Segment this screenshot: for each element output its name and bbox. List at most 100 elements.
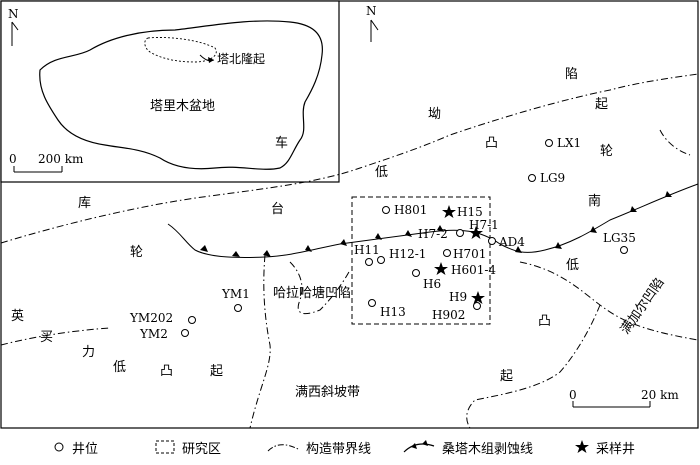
legend-item-erosion: 桑塔木组剥蚀线 bbox=[402, 432, 533, 462]
legend-erosion-icon bbox=[403, 440, 435, 453]
well-marker-h11 bbox=[365, 258, 373, 266]
well-label-h601-4: H601-4 bbox=[451, 263, 496, 277]
legend-item-boundary: 构造带界线 bbox=[266, 432, 371, 462]
main-scale-zero: 0 bbox=[569, 388, 577, 402]
zone-char-qi-top: 起 bbox=[595, 97, 608, 112]
inset-uplift-leader bbox=[199, 54, 215, 63]
legend-label-study-area: 研究区 bbox=[182, 441, 222, 457]
legend-label-well: 井位 bbox=[72, 441, 99, 457]
well-label-h13: H13 bbox=[380, 305, 406, 319]
zone-char-tai: 台 bbox=[271, 202, 284, 217]
inset-uplift-label: 塔北隆起 bbox=[217, 51, 265, 66]
legend-boundary-icon bbox=[267, 444, 299, 452]
well-label-ym2: YM2 bbox=[139, 327, 168, 341]
zone-char-qi-l: 起 bbox=[210, 364, 223, 379]
sample-marker-h9 bbox=[471, 291, 485, 304]
main-north-label: N bbox=[366, 4, 377, 18]
well-marker-h13 bbox=[368, 299, 376, 307]
well-label-h9: H9 bbox=[449, 290, 467, 304]
zone-char-xian: 陷 bbox=[565, 67, 578, 82]
zone-char-di-l: 低 bbox=[113, 360, 126, 375]
legend-label-erosion: 桑塔木组剥蚀线 bbox=[442, 441, 534, 457]
legend-sample-well-icon bbox=[575, 440, 589, 453]
map-frame bbox=[0, 0, 699, 429]
sample-well-markers bbox=[434, 205, 485, 304]
tectonic-boundaries bbox=[0, 73, 699, 429]
inset-frame bbox=[0, 0, 340, 183]
main-scale-value: 20 km bbox=[641, 388, 679, 402]
inset-north-arrow: N bbox=[8, 7, 19, 46]
sample-marker-h7-1 bbox=[469, 226, 483, 239]
study-area-box bbox=[351, 196, 491, 325]
zone-char-di-r: 低 bbox=[566, 258, 579, 273]
legend-item-sample-well: 采样井 bbox=[574, 432, 635, 462]
well-label-h6: H6 bbox=[423, 277, 441, 291]
zone-char-mai: 买 bbox=[40, 330, 53, 345]
well-marker-h801 bbox=[382, 206, 390, 214]
zone-char-tu: 凸 bbox=[485, 136, 498, 151]
well-marker-ym1 bbox=[234, 304, 242, 312]
well-label-ym202: YM202 bbox=[129, 311, 173, 325]
zone-char-qi-r: 起 bbox=[500, 369, 513, 384]
well-marker-h902 bbox=[473, 302, 481, 310]
boundary-bottom-left bbox=[0, 327, 111, 346]
legend-item-well: 井位 bbox=[52, 432, 98, 462]
zone-char-ku: 库 bbox=[78, 195, 91, 211]
zone-char-che: 车 bbox=[275, 135, 288, 151]
well-label-h15: H15 bbox=[457, 205, 483, 219]
zone-char-ao: 坳 bbox=[428, 107, 441, 122]
legend-well-icon bbox=[54, 442, 64, 452]
legend: 井位 研究区 构造带界线 桑塔木组剥蚀线 采样井 bbox=[8, 432, 692, 462]
well-marker-ym2 bbox=[181, 329, 189, 337]
erosion-line bbox=[167, 183, 699, 258]
zone-char-lun-l: 轮 bbox=[130, 245, 143, 260]
zone-char-di-top: 低 bbox=[375, 165, 388, 180]
legend-item-study-area: 研究区 bbox=[154, 432, 221, 462]
main-scale-bar: 0 20 km bbox=[569, 388, 679, 408]
well-markers bbox=[181, 139, 628, 337]
well-label-ad4: AD4 bbox=[498, 235, 525, 249]
sample-marker-h601-4 bbox=[434, 262, 448, 275]
well-marker-lg9 bbox=[528, 174, 536, 182]
zone-char-nan: 南 bbox=[588, 193, 601, 209]
well-marker-ad4 bbox=[488, 237, 496, 245]
inset-scale-value: 200 km bbox=[38, 152, 84, 166]
inset-scale-zero: 0 bbox=[9, 152, 17, 166]
boundary-right-upper bbox=[659, 129, 691, 156]
zone-char-tu-l: 凸 bbox=[160, 364, 173, 379]
legend-label-boundary: 构造带界线 bbox=[306, 441, 372, 457]
main-north-arrow: N bbox=[366, 4, 379, 42]
boundary-mid bbox=[289, 261, 351, 315]
inset-scale-bar: 0 200 km bbox=[9, 152, 84, 173]
well-marker-lg35 bbox=[620, 246, 628, 254]
well-label-lx1: LX1 bbox=[557, 136, 581, 150]
well-label-h701: H701 bbox=[453, 247, 486, 261]
inset-basin-outline bbox=[39, 20, 323, 170]
inset-north-label: N bbox=[8, 7, 19, 21]
legend-study-area-icon bbox=[155, 440, 175, 454]
inset-basin-label: 塔里木盆地 bbox=[150, 99, 215, 114]
well-marker-h7-2 bbox=[456, 229, 464, 237]
boundary-lower-curve bbox=[466, 304, 601, 429]
zone-char-ying: 英 bbox=[11, 309, 24, 324]
well-marker-lx1 bbox=[545, 139, 553, 147]
boundary-upper bbox=[0, 73, 699, 244]
zone-char-li: 力 bbox=[82, 345, 95, 360]
well-marker-ym202 bbox=[188, 316, 196, 324]
legend-label-sample-well: 采样井 bbox=[596, 441, 636, 457]
well-labels: LX1 LG9 H801 H15 H7-1 H7-2 AD4 H11 H12-1… bbox=[129, 136, 636, 341]
well-label-h801: H801 bbox=[394, 203, 427, 217]
well-label-h11: H11 bbox=[354, 243, 380, 257]
inset-uplift-outline bbox=[144, 37, 217, 63]
well-label-lg9: LG9 bbox=[540, 171, 565, 185]
well-label-h7-1: H7-1 bbox=[469, 218, 499, 232]
well-marker-h12-1 bbox=[377, 256, 385, 264]
boundary-left bbox=[249, 254, 271, 429]
well-marker-h6 bbox=[412, 269, 420, 277]
well-label-ym1: YM1 bbox=[221, 287, 250, 301]
zone-label-manxi: 满西斜坡带 bbox=[295, 385, 360, 400]
well-label-h902: H902 bbox=[432, 308, 465, 322]
map-canvas: N 塔北隆起 塔里木盆地 0 200 km N bbox=[0, 0, 699, 429]
sample-marker-h15 bbox=[442, 205, 456, 218]
well-label-h12-1: H12-1 bbox=[389, 247, 426, 261]
